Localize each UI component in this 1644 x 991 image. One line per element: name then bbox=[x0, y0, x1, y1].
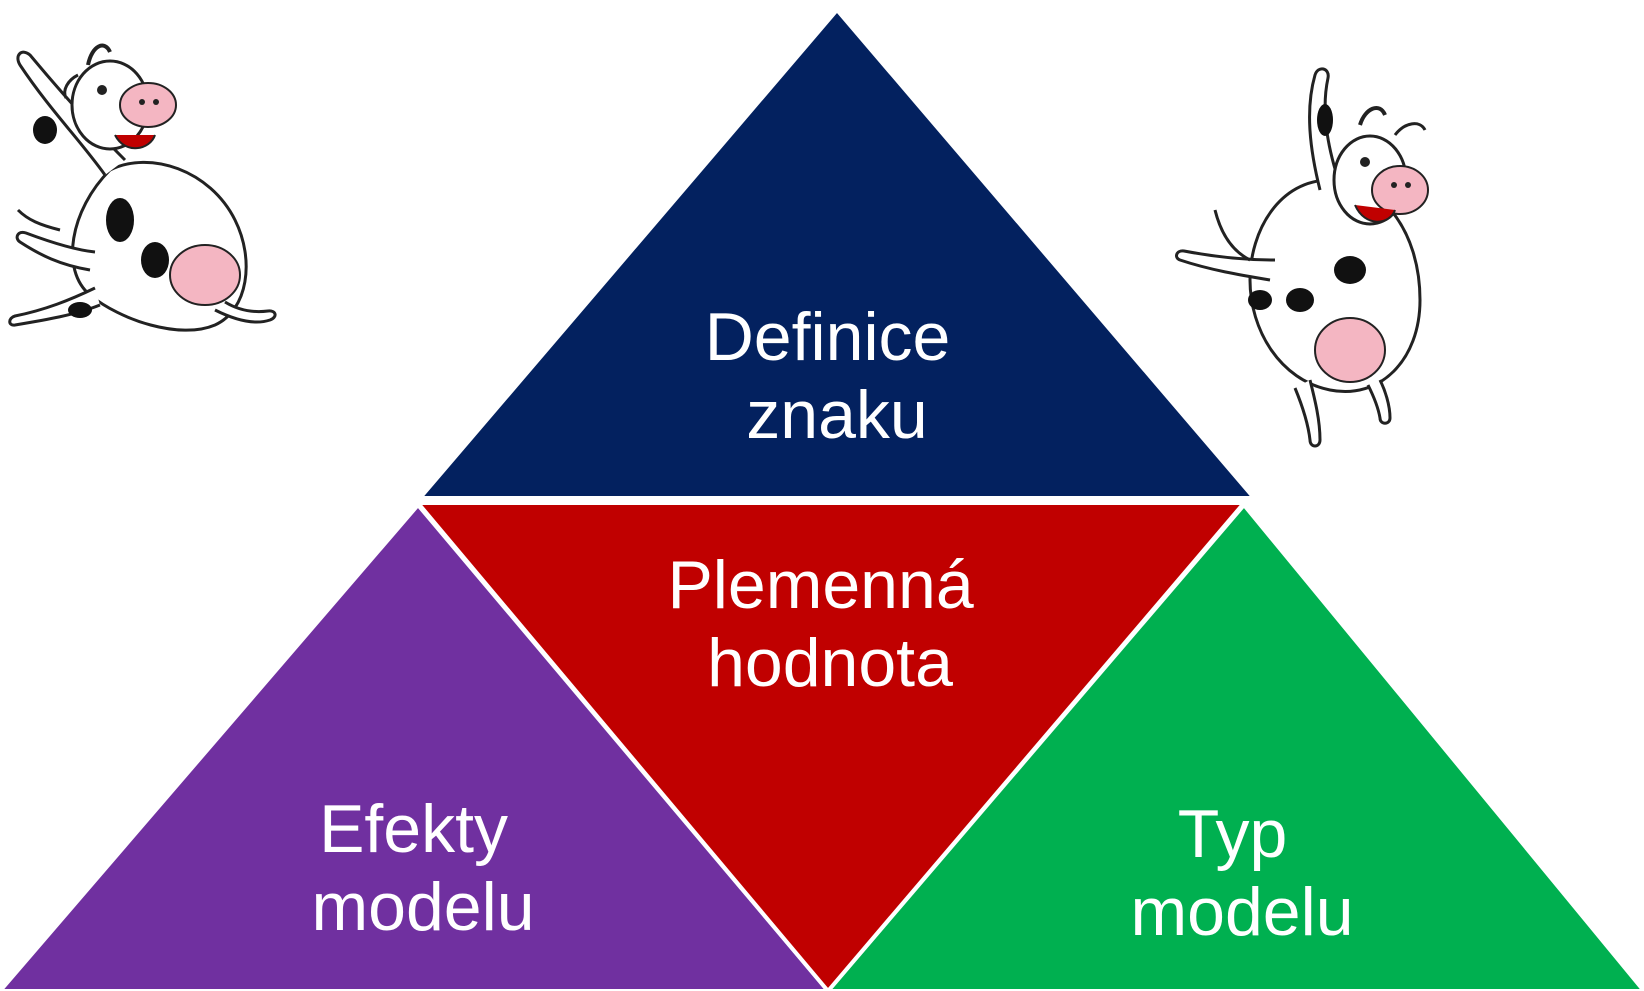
label-line: modelu bbox=[1130, 874, 1353, 950]
label-line: Plemenná bbox=[667, 547, 973, 623]
triangle-definice-znaku bbox=[415, 6, 1259, 500]
label-line: modelu bbox=[311, 869, 534, 945]
triangle-plemenna-hodnota bbox=[413, 501, 1249, 991]
label-definice-znaku: Definice znaku bbox=[705, 299, 970, 453]
label-efekty-modelu: Efekty modelu bbox=[311, 791, 534, 945]
label-line: Typ bbox=[1178, 796, 1288, 872]
label-line: Definice bbox=[705, 299, 951, 375]
label-line: hodnota bbox=[707, 625, 953, 701]
cow-left-icon bbox=[8, 43, 277, 332]
label-line: znaku bbox=[746, 377, 927, 453]
cow-right-icon bbox=[1175, 67, 1429, 448]
label-typ-modelu: Typ modelu bbox=[1130, 796, 1353, 950]
label-line: Efekty bbox=[319, 791, 508, 867]
label-plemenna-hodnota: Plemenná hodnota bbox=[667, 547, 992, 701]
